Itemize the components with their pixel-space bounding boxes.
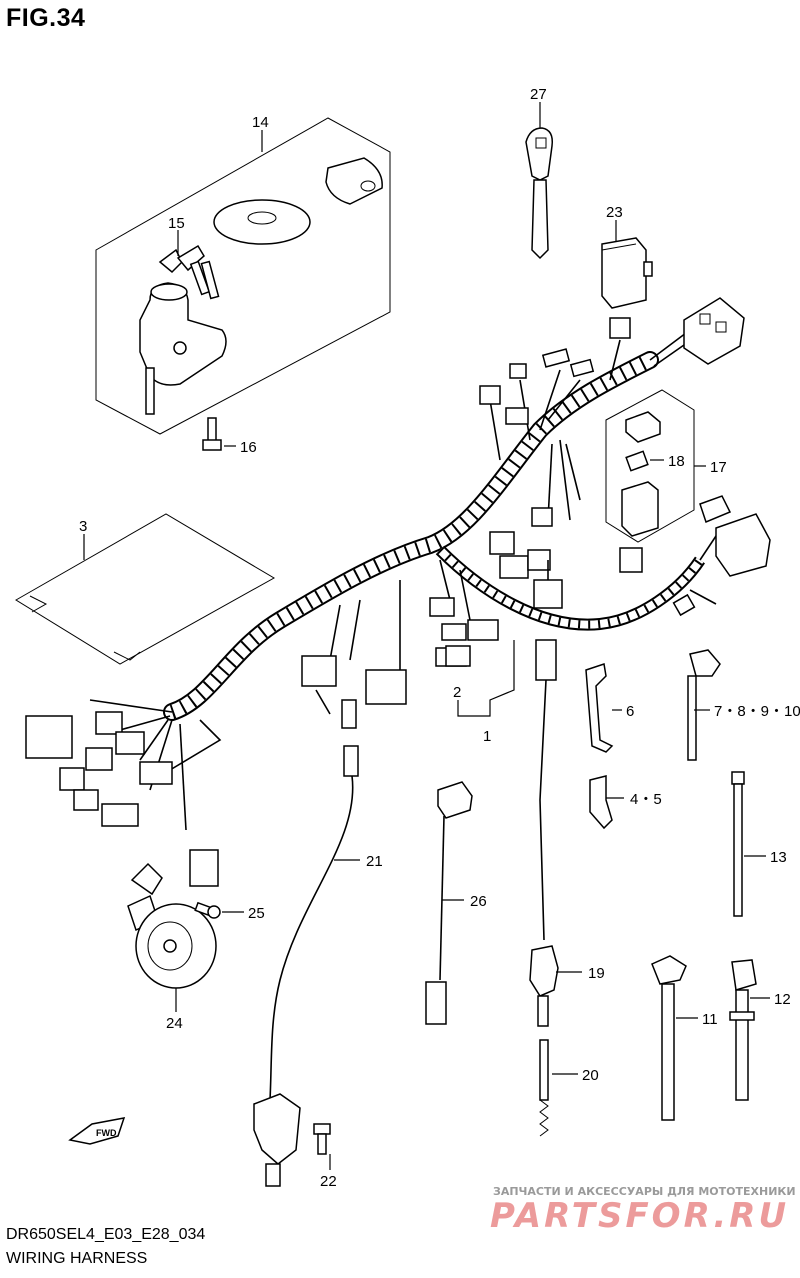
fwd-label: FWD: [96, 1128, 117, 1138]
callout-21: 21: [366, 853, 383, 870]
connector-2: [445, 645, 471, 667]
callout-labels: 1 2 3 4・5 6 7・8・9・10 11 12 13 14 15 16 1…: [79, 86, 800, 1190]
bolt-25: [194, 901, 221, 919]
clamp-6: [585, 663, 614, 753]
callout-11: 11: [702, 1011, 718, 1028]
callout-22: 22: [320, 1173, 337, 1190]
fwd-arrow: FWD: [68, 1117, 126, 1145]
fuse-box-set: [605, 389, 695, 543]
clamp-tie-11: [651, 955, 687, 1121]
callout-14: 14: [252, 114, 269, 131]
callout-17: 17: [710, 459, 727, 476]
cable-tie-7-10: [687, 649, 721, 761]
callout-18: 18: [668, 453, 685, 470]
callout-25: 25: [248, 905, 265, 922]
watermark-caption: ЗАПЧАСТИ И АКСЕССУАРЫ ДЛЯ МОТОТЕХНИКИ: [493, 1185, 796, 1198]
horn: [127, 862, 217, 989]
callout-6: 6: [626, 703, 634, 720]
neutral-switch: [529, 639, 559, 1137]
model-code: DR650SEL4_E03_E28_034: [6, 1226, 206, 1243]
cable-tie-13: [731, 771, 745, 917]
wiring-diagram-sheet: [15, 513, 276, 665]
screw-22: [313, 1123, 331, 1155]
callout-27: 27: [530, 86, 547, 103]
leader-lines: [83, 102, 770, 1170]
callout-2: 2: [453, 684, 461, 701]
callout-16: 16: [240, 439, 257, 456]
relay: [601, 237, 653, 309]
callout-15: 15: [168, 215, 185, 232]
callout-12: 12: [774, 991, 791, 1008]
diagram-title: WIRING HARNESS: [6, 1250, 148, 1267]
screw-16: [202, 417, 236, 451]
callout-20: 20: [582, 1067, 599, 1084]
watermark-logo: PARTSFOR.RU: [490, 1196, 790, 1236]
callout-13: 13: [770, 849, 787, 866]
bracket-4-5: [589, 775, 613, 830]
callout-3: 3: [79, 518, 87, 535]
key-blank: [525, 127, 554, 260]
callout-1: 1: [483, 728, 491, 745]
sensor-lead-26: [425, 781, 473, 1025]
callout-23: 23: [606, 204, 623, 221]
callout-7-10: 7・8・9・10: [714, 703, 800, 720]
callout-4-5: 4・5: [630, 791, 662, 808]
clamp-12: [729, 959, 757, 1101]
main-wiring-harness: [25, 297, 771, 887]
ignition-switch-set: [95, 117, 391, 435]
callout-24: 24: [166, 1015, 183, 1032]
callout-19: 19: [588, 965, 605, 982]
callout-26: 26: [470, 893, 487, 910]
figure-title: FIG.34: [6, 4, 86, 32]
side-stand-switch: [253, 745, 359, 1187]
